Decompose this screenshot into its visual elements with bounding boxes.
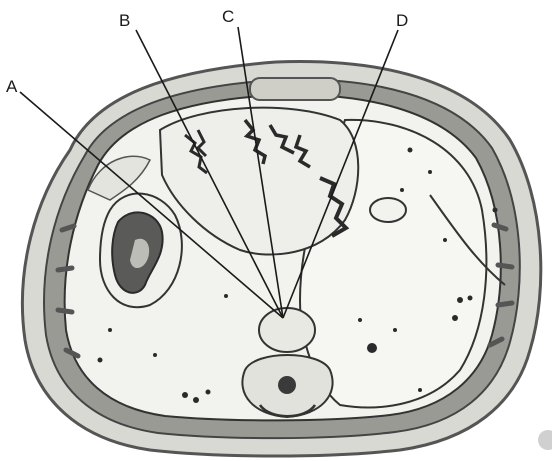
label-a: A [6, 77, 18, 96]
label-b: B [119, 11, 130, 30]
label-d: D [396, 11, 408, 30]
label-c: C [222, 7, 234, 26]
spinal-canal [278, 376, 296, 394]
bowel-loop [370, 198, 406, 222]
sternum [250, 78, 340, 100]
corner-marker [538, 430, 552, 450]
aorta [259, 308, 315, 352]
